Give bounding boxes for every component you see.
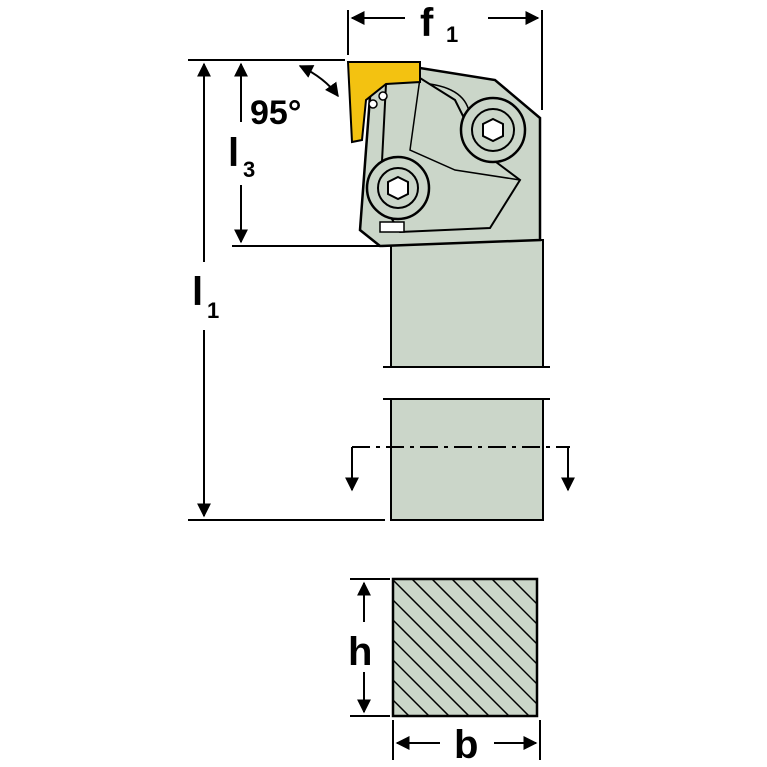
dimension-f1: f 1 xyxy=(347,1,543,110)
upper-screw-hex-socket-screw-icon xyxy=(459,96,527,164)
dimension-l1: l 1 xyxy=(188,59,385,521)
label-angle: 95° xyxy=(250,94,301,132)
dimension-l3: l 3 xyxy=(228,62,382,247)
cross-section xyxy=(391,577,539,718)
tool-shank xyxy=(383,239,550,521)
tool-head xyxy=(358,66,542,248)
lower-screw-hex-socket-screw-icon xyxy=(365,155,431,221)
label-f1-sub: 1 xyxy=(446,22,458,47)
label-b: b xyxy=(454,723,478,767)
label-l3-sub: 3 xyxy=(243,157,255,182)
label-f1-main: f xyxy=(420,1,434,45)
label-l1-sub: 1 xyxy=(207,298,219,323)
dimension-b: b xyxy=(392,720,541,767)
label-l3-main: l xyxy=(228,131,239,175)
cutting-insert xyxy=(346,61,421,144)
dimension-h: h xyxy=(348,578,390,717)
angle-95: 95° xyxy=(250,65,339,132)
label-l1-main: l xyxy=(192,270,203,314)
label-h: h xyxy=(348,630,372,674)
section-cut-indicator xyxy=(345,446,575,492)
